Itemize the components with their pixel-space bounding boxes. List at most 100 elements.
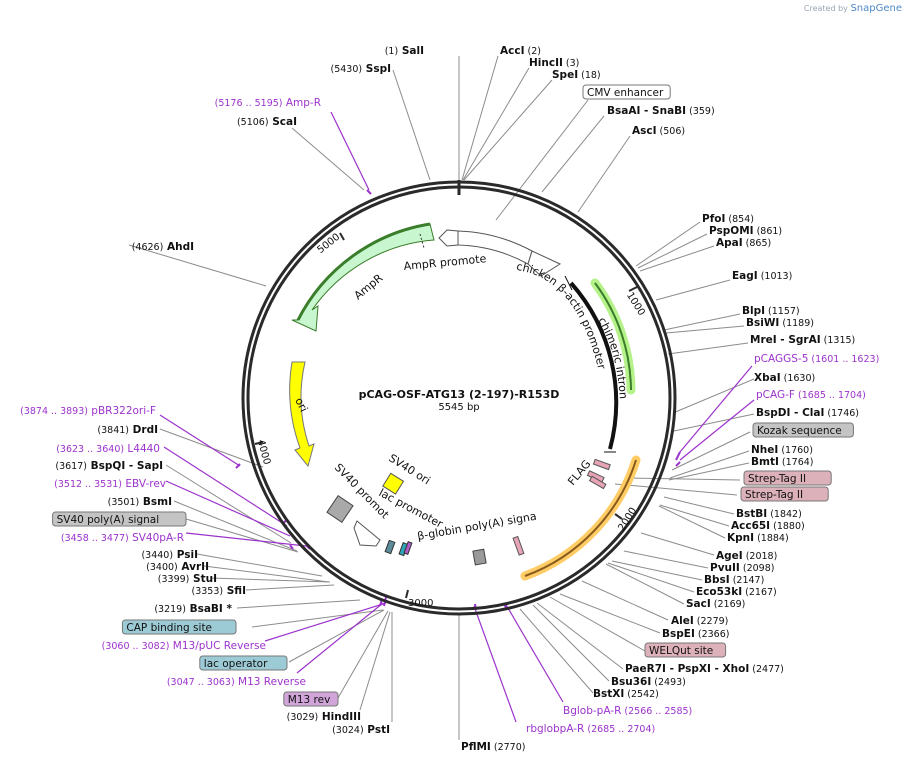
site-label-text: (3617) BspQI - SapI	[55, 460, 163, 472]
site-label-m13-rev[interactable]: M13 rev	[283, 691, 339, 707]
site-label-alei[interactable]: AleI (2279)	[671, 615, 728, 627]
site-label-cap-binding-site[interactable]: CAP binding site	[121, 619, 237, 635]
site-label-rbglobpa-r[interactable]: rbglobpA-R (2685 .. 2704)	[526, 723, 655, 735]
site-label-sv40pa-r[interactable]: (3458 .. 3477) SV40pA-R	[61, 532, 184, 544]
site-label-lac-operator[interactable]: lac operator	[199, 655, 288, 671]
site-label-spei[interactable]: SpeI (18)	[552, 69, 601, 81]
site-label-apai[interactable]: ApaI (865)	[716, 237, 771, 249]
site-label-text: XbaI (1630)	[754, 372, 815, 384]
site-label-bsabi[interactable]: (3219) BsaBI *	[154, 603, 232, 615]
site-label-text: AgeI (2018)	[716, 550, 777, 562]
site-label-cmv-enhancer[interactable]: CMV enhancer	[582, 84, 671, 100]
label-ampr: AmpR	[352, 271, 386, 302]
site-label-xbai[interactable]: XbaI (1630)	[754, 372, 815, 384]
site-label-pos: (3458 .. 3477)	[61, 533, 129, 544]
site-label-bglob-pa-r[interactable]: Bglob-pA-R (2566 .. 2585)	[563, 705, 692, 717]
site-label-mrei[interactable]: MreI - SgrAI (1315)	[750, 334, 855, 346]
site-label-pos: (3353)	[191, 586, 223, 597]
site-label-acc65i[interactable]: Acc65I (1880)	[731, 520, 805, 532]
site-label-l4440[interactable]: (3623 .. 3640) L4440	[56, 443, 160, 455]
site-label-bsu36i[interactable]: Bsu36I (2493)	[611, 676, 686, 688]
site-label-bstxi[interactable]: BstXI (2542)	[593, 688, 659, 700]
site-label-m13-reverse[interactable]: (3047 .. 3063) M13 Reverse	[167, 676, 306, 688]
site-label-welqut-site[interactable]: WELQut site	[644, 642, 727, 658]
site-label-name: StuI	[189, 573, 217, 585]
feature-sv40-promoter[interactable]	[326, 494, 354, 524]
site-label-saci[interactable]: SacI (2169)	[686, 598, 745, 610]
site-label-pos: (5106)	[237, 117, 269, 128]
feature-chicken-actin-arrow[interactable]	[527, 250, 562, 277]
site-label-hincii[interactable]: HincII (3)	[529, 57, 579, 69]
site-label-ahdi[interactable]: (4626) AhdI	[132, 241, 194, 253]
site-label-name: M13 Reverse	[235, 676, 306, 688]
site-label-bbsi[interactable]: BbsI (2147)	[704, 574, 764, 586]
site-label-bspei[interactable]: BspEI (2366)	[662, 628, 729, 640]
site-label-name: BsaAI	[607, 105, 640, 117]
site-label-acci[interactable]: AccI (2)	[500, 45, 541, 57]
site-label-text: (3512 .. 3531) EBV-rev	[54, 478, 166, 490]
site-label-blpi[interactable]: BlpI (1157)	[742, 305, 800, 317]
site-label-pos: (2493)	[651, 677, 686, 688]
site-label-pos: (3501)	[108, 497, 140, 508]
site-label-asci[interactable]: AscI (506)	[632, 125, 685, 137]
site-label-pbr322ori-f[interactable]: (3874 .. 3893) pBR322ori-F	[20, 405, 156, 417]
site-label-name: BstBI	[736, 508, 767, 520]
site-label-psii[interactable]: (3440) PsiI	[141, 549, 198, 561]
site-label-bspdi[interactable]: BspDI - ClaI (1746)	[756, 407, 859, 419]
site-label-scai[interactable]: (5106) ScaI	[237, 116, 297, 128]
site-label-pos: (1013)	[758, 271, 793, 282]
feature-lac-promoter[interactable]	[353, 520, 381, 547]
site-label-sv40-poly-a-signal[interactable]: SV40 poly(A) signal	[52, 511, 187, 527]
site-label-strep-tag-ii[interactable]: Strep-Tag II	[740, 486, 829, 502]
site-label-pspomi[interactable]: PspOMI (861)	[709, 225, 782, 237]
site-label-pos: (3024)	[332, 725, 364, 736]
site-label-sali[interactable]: (1) SalI	[385, 45, 424, 57]
plasmid-name: pCAG-OSF-ATG13 (2-197)-R153D	[359, 388, 560, 401]
site-label-sfii[interactable]: (3353) SfiI	[191, 585, 246, 597]
site-label-avrii[interactable]: (3400) AvrII	[146, 561, 209, 573]
site-label-paer7i[interactable]: PaeR7I - PspXI - XhoI (2477)	[625, 663, 784, 675]
feature-flag-orf[interactable]	[524, 459, 637, 577]
site-label-psti[interactable]: (3024) PstI	[332, 724, 390, 736]
site-label-bstbi[interactable]: BstBI (1842)	[736, 508, 802, 520]
site-label-bsiwi[interactable]: BsiWI (1189)	[746, 317, 814, 329]
site-label-amp-r[interactable]: (5176 .. 5195) Amp-R	[215, 97, 321, 109]
site-label-name2: ClaI	[798, 407, 824, 419]
feature-sv40-ori[interactable]	[382, 472, 405, 495]
site-label-bmti[interactable]: BmtI (1764)	[751, 456, 813, 468]
site-label-pcag-f[interactable]: pCAG-F (1685 .. 1704)	[756, 389, 866, 401]
site-label-agei[interactable]: AgeI (2018)	[716, 550, 777, 562]
site-label-stui[interactable]: (3399) StuI	[158, 573, 217, 585]
site-label-text: BstBI (1842)	[736, 508, 802, 520]
site-label-eco53ki[interactable]: Eco53kI (2167)	[696, 586, 777, 598]
feature-ori[interactable]	[289, 361, 315, 468]
site-label-pfoi[interactable]: PfoI (854)	[702, 213, 754, 225]
site-label-text: PflMI (2770)	[461, 741, 525, 753]
site-label-name: ApaI	[716, 237, 743, 249]
site-label-m13-puc-reverse[interactable]: (3060 .. 3082) M13/pUC Reverse	[102, 640, 266, 652]
site-label-strep-tag-ii[interactable]: Strep-Tag II	[743, 470, 832, 486]
site-label-hindiii[interactable]: (3029) HindIII	[287, 711, 361, 723]
feature-bglobin-pa[interactable]	[472, 548, 487, 566]
site-label-box-text: Kozak sequence	[757, 425, 842, 437]
site-label-text: PspOMI (861)	[709, 225, 782, 237]
site-label-sspi[interactable]: (5430) SspI	[331, 63, 391, 75]
site-label-pos: (1315)	[821, 335, 856, 346]
site-label-bsaai[interactable]: BsaAI - SnaBI (359)	[607, 105, 715, 117]
site-label-ebv-rev[interactable]: (3512 .. 3531) EBV-rev	[54, 478, 166, 490]
site-label-box	[740, 486, 829, 502]
site-label-bsmi[interactable]: (3501) BsmI	[108, 496, 172, 508]
site-label-pcaggs-5[interactable]: pCAGGS-5 (1601 .. 1623)	[754, 353, 879, 365]
site-label-kozak-sequence[interactable]: Kozak sequence	[752, 422, 854, 438]
site-label-pvuii[interactable]: PvuII (2098)	[710, 562, 774, 574]
site-label-nhei[interactable]: NheI (1760)	[751, 444, 813, 456]
site-label-drdi[interactable]: (3841) DrdI	[97, 424, 158, 436]
site-label-pflmi[interactable]: PflMI (2770)	[461, 741, 525, 753]
site-labels: (1) SalI AccI (2)HincII (3)SpeI (18) CMV e…	[20, 45, 879, 753]
feature-chimeric-intron[interactable]	[594, 282, 632, 391]
site-label-kpni[interactable]: KpnI (1884)	[727, 532, 789, 544]
site-label-pos: (2167)	[742, 587, 777, 598]
site-label-name: SspI	[362, 63, 391, 75]
site-label-eagi[interactable]: EagI (1013)	[732, 270, 792, 282]
site-label-bspqi[interactable]: (3617) BspQI - SapI	[55, 460, 163, 472]
